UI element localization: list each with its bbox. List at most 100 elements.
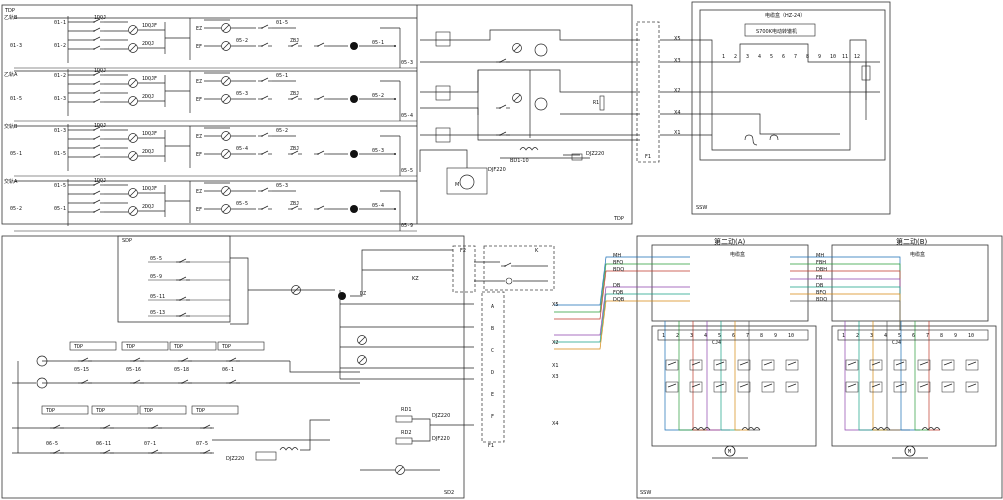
contact-node (317, 98, 319, 100)
cable-a-fqb: FQB (613, 290, 624, 296)
terminal-label: CJ4 (892, 340, 901, 346)
terminal-label: ZBJ (290, 91, 299, 97)
wire (667, 361, 677, 366)
terminal-label: 05-9 (401, 223, 413, 229)
switch-contact (845, 381, 859, 393)
wire (871, 383, 881, 388)
wire (396, 466, 404, 474)
switch-contact (965, 381, 979, 393)
contact-node (499, 61, 501, 63)
wire (222, 24, 230, 32)
switch-contact (785, 359, 799, 371)
contact-node (93, 138, 95, 140)
terminal-label: 01-2 (54, 73, 66, 79)
terminal-label: 1DQJ (94, 178, 106, 184)
terminal-label: 06-1 (222, 367, 234, 373)
switch-contact (737, 381, 751, 393)
transformer-coil (519, 147, 539, 151)
relay-coil (128, 188, 138, 198)
wire (222, 187, 230, 195)
dashed-frames (452, 21, 660, 443)
terminal-label: 4 (758, 54, 761, 60)
terminal-label: 05-3 (276, 183, 288, 189)
wire (291, 95, 299, 100)
f1b-box (481, 291, 505, 443)
row-label-4: 交轨A (4, 178, 18, 185)
wire (317, 150, 325, 155)
wire (967, 383, 977, 388)
heater-label: S700K电动转辙机 (756, 28, 797, 35)
wire (763, 361, 773, 366)
wire (787, 361, 797, 366)
switch-contact (665, 359, 679, 371)
wire (222, 205, 230, 213)
rd2-label: RD2 (401, 430, 412, 436)
relay-coil (291, 285, 301, 295)
relay-row-4 (14, 179, 417, 232)
cable-labels-a: MH BFQ BDQ DB FQB DQB (613, 253, 625, 303)
terminal-label: 1 (662, 333, 665, 339)
terminal-label: 05-2 (236, 38, 248, 44)
terminal-label: TDP (126, 344, 135, 350)
terminal-label: ZBJ (290, 146, 299, 152)
wire (179, 276, 187, 281)
relay-row-2 (14, 69, 417, 122)
wire (914, 321, 930, 431)
wire (300, 419, 330, 451)
switch-contact (665, 381, 679, 393)
relay-coil (357, 335, 367, 345)
terminal-label: 05-1 (372, 40, 384, 46)
terminal-label: EZ (196, 134, 202, 140)
wire (229, 379, 237, 384)
wire (129, 189, 137, 197)
relay-row-1 (14, 16, 417, 69)
drive-a-box (651, 325, 817, 447)
wire (103, 449, 111, 454)
line-x3-mid: X3 (552, 374, 559, 380)
terminal-label: 6 (732, 333, 735, 339)
terminal-label: EZ (196, 189, 202, 195)
contact-node (93, 202, 95, 204)
rd1-label: RD1 (401, 407, 412, 413)
wire (420, 107, 640, 141)
terminal-label: 01-5 (54, 183, 66, 189)
terminal-label: CJ4 (712, 340, 721, 346)
terminal-label: 2DQJ (142, 149, 154, 155)
cable-a-bfq: BFQ (613, 260, 623, 266)
terminal-label: EF (196, 207, 202, 213)
wire (420, 29, 640, 41)
kz-label: KZ (412, 276, 419, 282)
panel-labels: TDP TDP SDP SD2 SSW SSW 电缆盒（HZ-24） S700K… (4, 8, 928, 496)
contact-node (261, 98, 263, 100)
df220-label: DJF220 (432, 436, 450, 442)
terminal-label: 3 (870, 333, 873, 339)
terminal-label: 9 (774, 333, 777, 339)
switch-contact (917, 359, 931, 371)
line-labels-mid: X5 X2 X1 X3 X4 (552, 302, 559, 427)
contact-node (93, 74, 95, 76)
tdp-frame (1, 4, 633, 225)
wire (133, 357, 141, 362)
terminal-label: 05-5 (401, 168, 413, 174)
cable-b-bdq: BDQ (816, 297, 827, 303)
wire (420, 69, 520, 93)
f1b-label: F1 (488, 443, 494, 449)
wire (93, 181, 101, 186)
contact-node (261, 190, 263, 192)
contact-node (261, 80, 263, 82)
wire (291, 42, 299, 47)
motor-box (446, 167, 488, 195)
terminal-label: EF (196, 44, 202, 50)
terminal-label: 01-3 (54, 96, 66, 102)
wire (350, 249, 453, 297)
wire (317, 205, 325, 210)
wire (664, 321, 700, 431)
dz220-label: DJZ220 (432, 413, 450, 419)
wire (734, 321, 750, 431)
resistor (599, 95, 605, 111)
contact-node (261, 208, 263, 210)
relay-coil (357, 355, 367, 365)
f1-box (636, 21, 660, 163)
wire (554, 263, 690, 313)
terminal-label: 1DQJF (142, 76, 157, 82)
